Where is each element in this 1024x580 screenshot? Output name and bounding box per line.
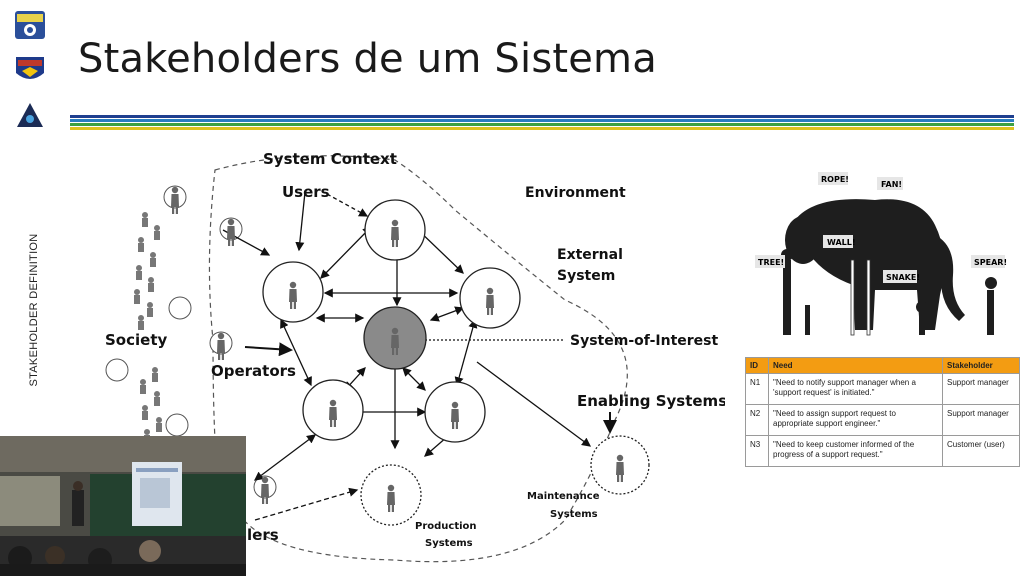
cutoff-label: lers: [247, 526, 279, 544]
row-stakeholder: Customer (user): [942, 435, 1020, 467]
slide-title: Stakeholders de um Sistema: [78, 36, 657, 82]
stripe-yellow: [70, 127, 1014, 130]
system-of-interest-label: System-of-Interest: [570, 333, 718, 349]
production-label-1: Production: [415, 521, 477, 532]
operators-label: Operators: [211, 362, 296, 380]
system-context-label: System Context: [263, 150, 397, 168]
title-stripes: [70, 115, 1014, 130]
external-system-label-2: System: [557, 268, 615, 284]
row-id: N3: [745, 435, 769, 467]
production-label-2: Systems: [425, 538, 473, 549]
ladder: [850, 259, 871, 336]
table-row: N2 "Need to assign support request to ap…: [745, 404, 1020, 436]
bubble-rope: ROPE!: [821, 175, 849, 184]
bubble-fan: FAN!: [881, 180, 902, 189]
society-crowd: [134, 212, 162, 444]
ita-logo-icon: [16, 57, 44, 79]
stripe-lightblue: [70, 119, 1014, 122]
environment-label: Environment: [525, 185, 626, 201]
stripe-blue: [70, 115, 1014, 118]
bubble-wall: WALL!: [827, 238, 856, 247]
logo-column: [14, 10, 48, 145]
side-section-label: STAKEHOLDER DEFINITION: [28, 233, 40, 387]
society-label: Society: [105, 331, 167, 349]
row-stakeholder: Support manager: [942, 373, 1020, 405]
stripe-green: [70, 123, 1014, 126]
system-context-boundary: [208, 155, 628, 563]
bubble-snake: SNAKE!: [886, 273, 920, 282]
blind-men-elephant-illustration: ROPE! FAN! WALL! TREE! SPEAR! SNAKE!: [755, 165, 1015, 340]
row-need: "Need to notify support manager when a '…: [768, 373, 943, 405]
dcta-logo-icon: [15, 11, 45, 39]
row-stakeholder: Support manager: [942, 404, 1020, 436]
needs-table-header: ID Need Stakeholder: [745, 357, 1020, 374]
system-context-diagram: System Context Environment Users Externa…: [95, 140, 727, 575]
row-need: "Need to assign support request to appro…: [768, 404, 943, 436]
needs-table: ID Need Stakeholder N1 "Need to notify s…: [745, 357, 1020, 467]
maintenance-label-2: Systems: [550, 509, 598, 520]
enabling-systems-label: Enabling Systems: [577, 392, 725, 410]
bubble-tree: TREE!: [758, 258, 784, 267]
header-stakeholder: Stakeholder: [942, 357, 1020, 374]
external-system-label-1: External: [557, 247, 623, 263]
table-row: N3 "Need to keep customer informed of th…: [745, 435, 1020, 467]
maintenance-label-1: Maintenance: [527, 491, 600, 502]
header-need: Need: [768, 357, 943, 374]
row-id: N1: [745, 373, 769, 405]
row-need: "Need to keep customer informed of the p…: [768, 435, 943, 467]
users-label: Users: [282, 183, 330, 201]
bubble-spear: SPEAR!: [974, 258, 1007, 267]
header-id: ID: [745, 357, 769, 374]
webcam-video-inset[interactable]: [0, 436, 246, 576]
triangle-logo-icon: [17, 103, 43, 127]
row-id: N2: [745, 404, 769, 436]
table-row: N1 "Need to notify support manager when …: [745, 373, 1020, 405]
